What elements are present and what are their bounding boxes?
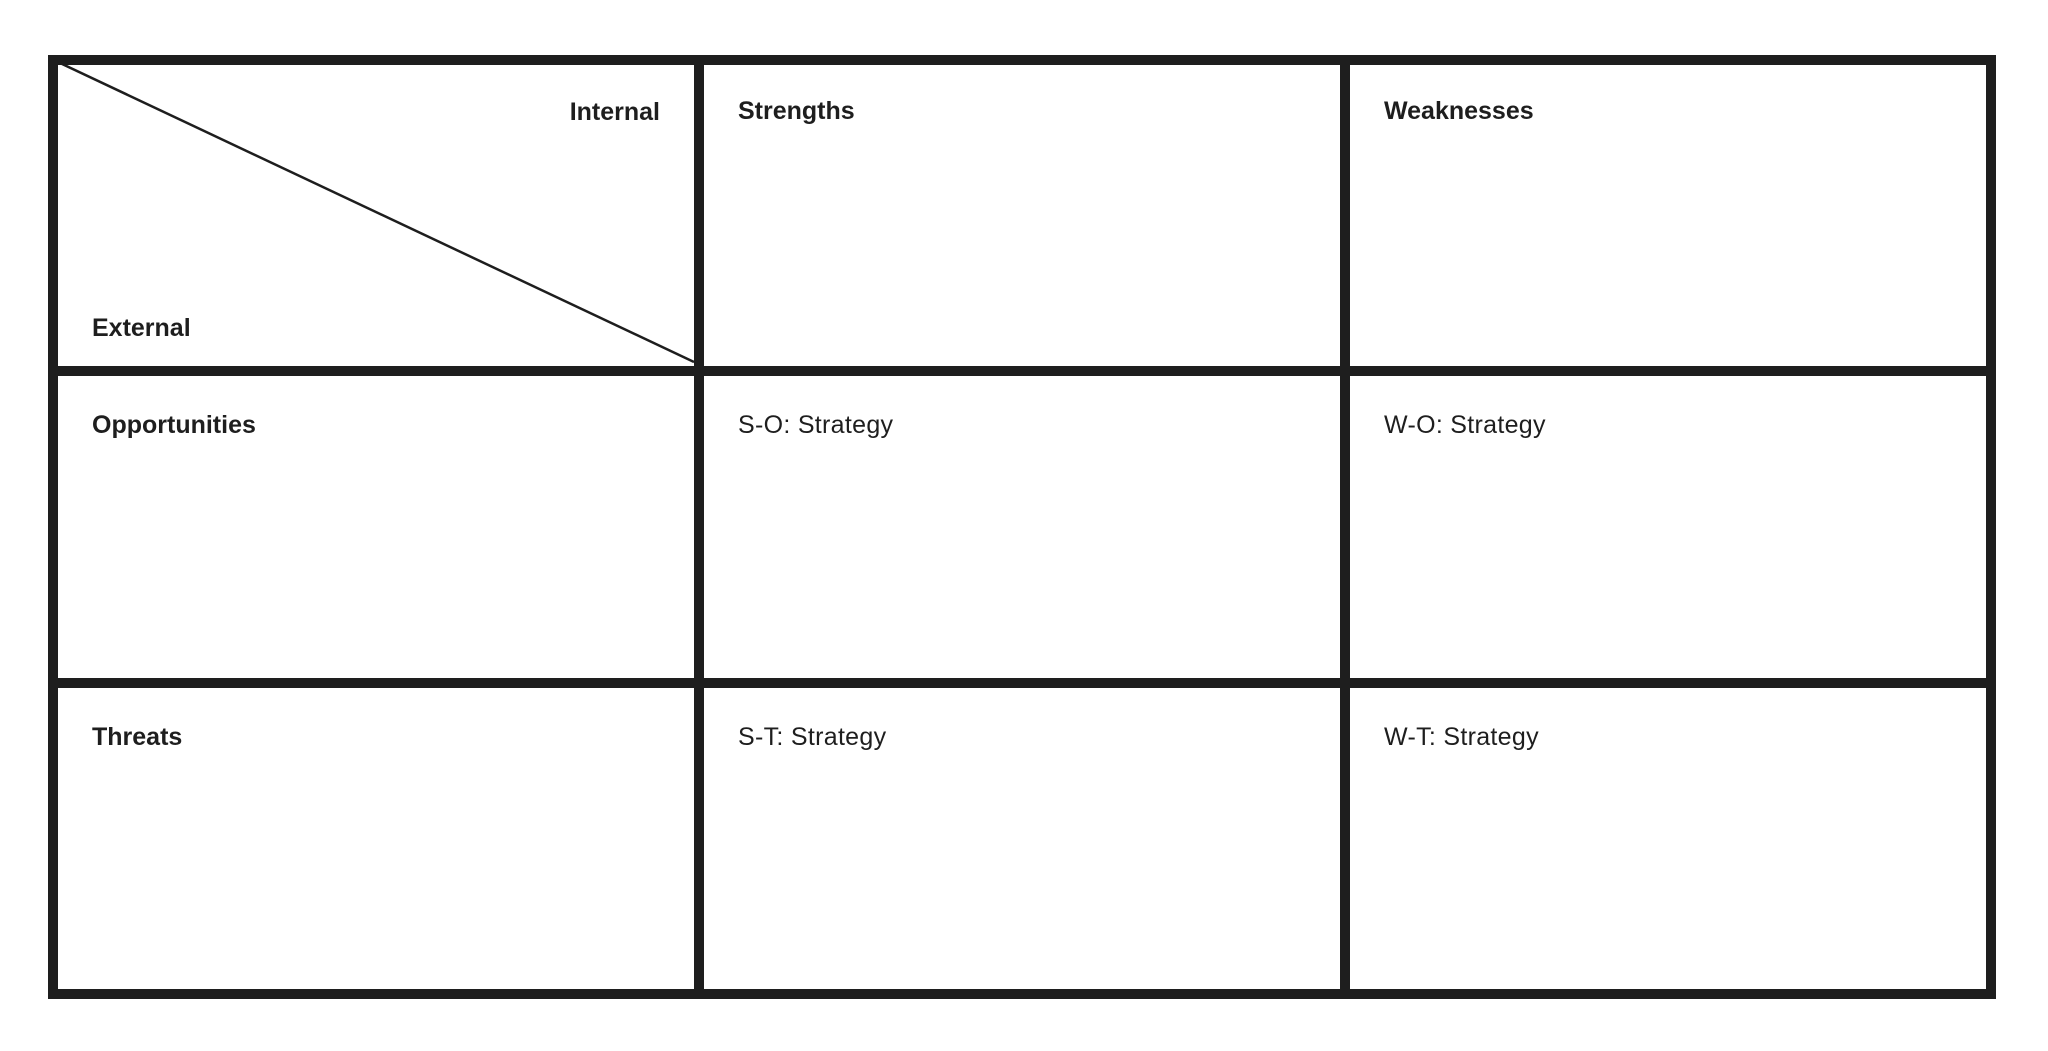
- column-header-weaknesses: Weaknesses: [1384, 97, 1534, 125]
- column-header-strengths: Strengths: [738, 97, 855, 125]
- corner-label-external: External: [92, 314, 191, 342]
- cell-so-strategy: S-O: Strategy: [738, 411, 894, 439]
- cell-wo-strategy: W-O: Strategy: [1384, 411, 1546, 439]
- column-divider: [1340, 55, 1350, 999]
- corner-label-internal: Internal: [569, 98, 660, 126]
- row-divider: [48, 678, 1996, 688]
- column-divider: [694, 55, 704, 999]
- cell-wt-strategy: W-T: Strategy: [1384, 723, 1539, 751]
- diagonal-line: [59, 61, 695, 364]
- row-divider: [48, 366, 1996, 376]
- row-header-opportunities: Opportunities: [92, 411, 256, 439]
- row-header-threats: Threats: [92, 723, 183, 751]
- swot-matrix-frame: [48, 55, 1996, 999]
- cell-st-strategy: S-T: Strategy: [738, 723, 887, 751]
